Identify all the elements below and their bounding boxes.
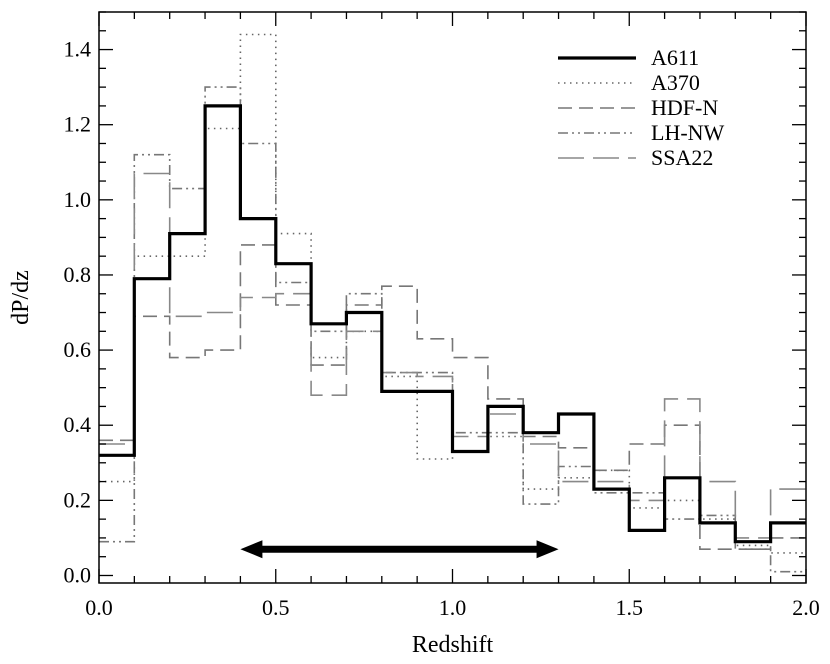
y-tick-label: 0.0 [64,562,92,587]
y-tick-label: 1.2 [64,112,92,137]
x-tick-label: 0.5 [262,595,290,620]
annotation-layer [240,540,559,559]
series-line-a611 [99,104,806,544]
legend-item: A370 [558,70,700,95]
legend-label: A611 [651,45,699,70]
x-tick-label: 1.5 [616,595,644,620]
series-layer [99,33,806,573]
x-tick-label: 0.0 [85,595,113,620]
legend-item: A611 [558,45,699,70]
x-tick-label: 2.0 [792,595,820,620]
y-tick-label: 0.8 [64,262,92,287]
tick-labels-layer: 0.0 0.5 1.0 1.5 2.0 0.0 0.2 0.4 0.6 0.8 1.0 1.2 1.4 [64,37,820,620]
legend-item: HDF-N [558,95,718,120]
arrow-head-left [240,540,263,559]
y-tick-label: 1.0 [64,187,92,212]
series-line-ssa22 [99,172,806,539]
legend-item: LH-NW [558,120,725,145]
y-tick-label: 1.4 [64,37,92,62]
redshift-range-arrow [240,540,559,559]
y-tick-label: 0.6 [64,337,92,362]
legend-label: LH-NW [651,120,725,145]
legend-label: A370 [651,70,700,95]
x-axis-label: Redshift [412,632,494,658]
ticks-layer [98,11,807,583]
legend-item: SSA22 [558,145,713,170]
legend-label: SSA22 [651,145,713,170]
y-axis-label: dP/dz [8,270,34,325]
arrow-head-right [536,540,559,559]
x-tick-label: 1.0 [439,595,467,620]
y-tick-label: 0.2 [64,487,92,512]
y-tick-label: 0.4 [64,412,92,437]
legend-label: HDF-N [651,95,718,120]
